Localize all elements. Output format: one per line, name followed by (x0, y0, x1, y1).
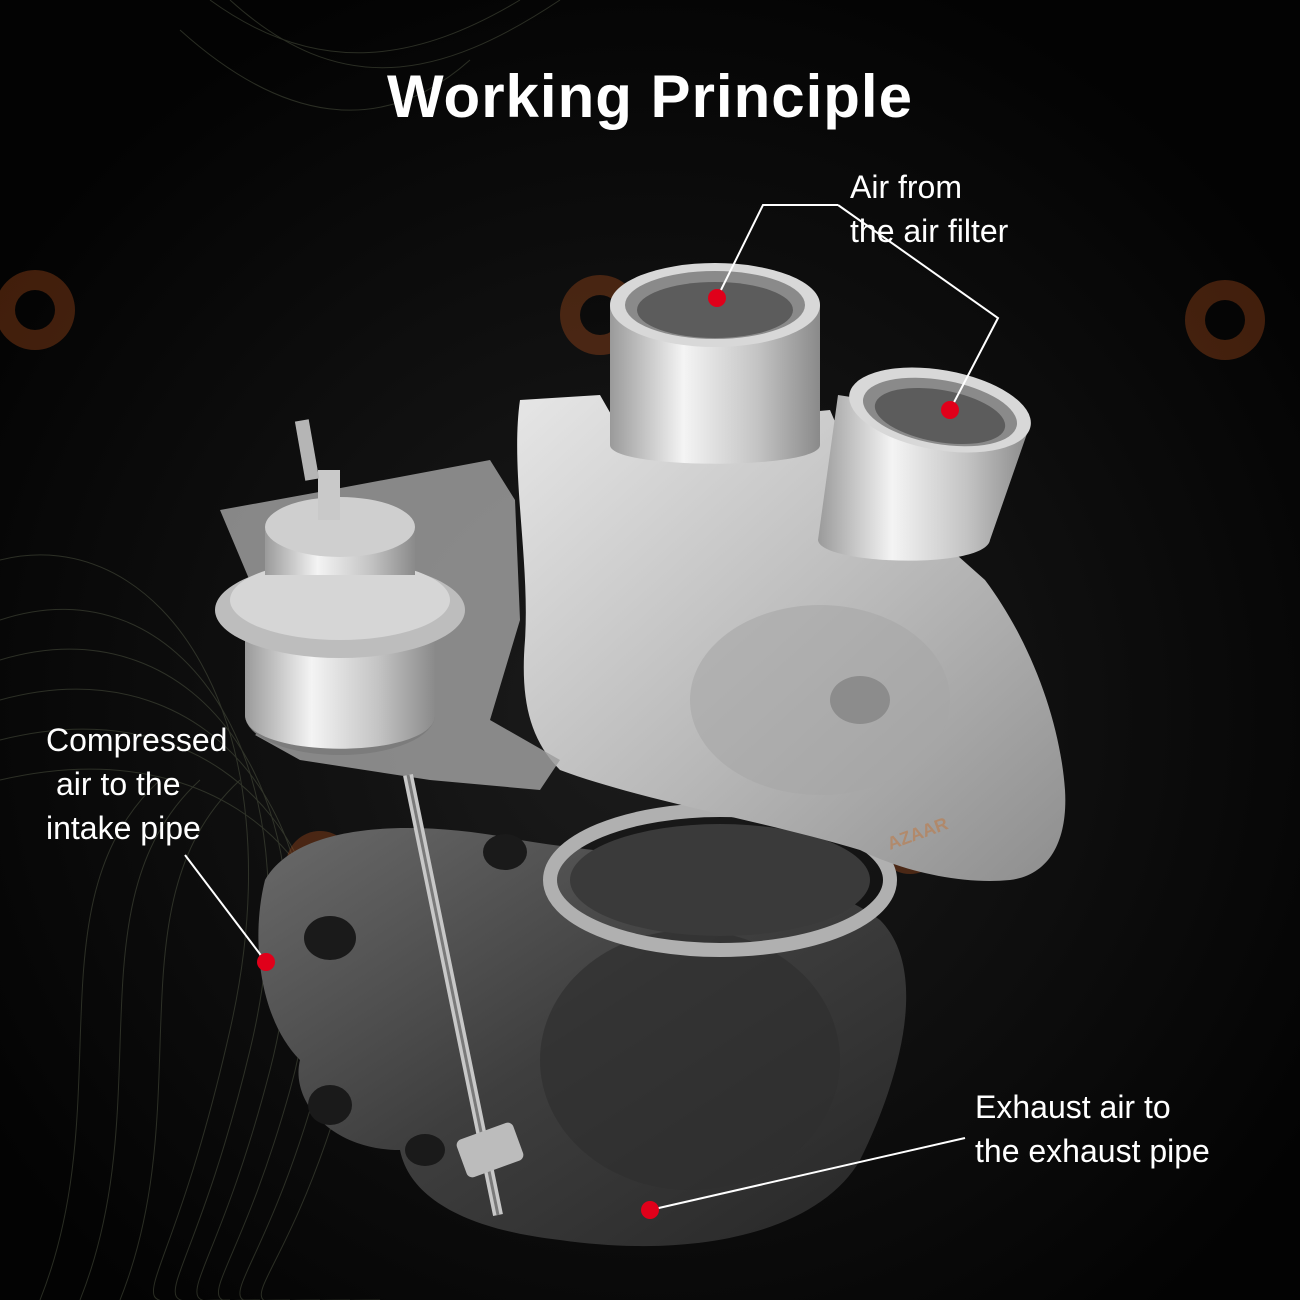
turbocharger-illustration (215, 263, 1066, 1247)
callout-line: the air filter (850, 213, 1009, 249)
callout-line: Compressed (46, 722, 228, 758)
callout-compressed-air: Compressed air to the intake pipe (46, 718, 227, 850)
callout-air-from-filter: Air from the air filter (850, 165, 1008, 253)
red-dot-marker-icon (257, 289, 959, 1219)
callout-line: air to the (56, 766, 181, 802)
callout-line: Exhaust air to (975, 1089, 1171, 1125)
callout-line: intake pipe (46, 810, 201, 846)
callout-line: the exhaust pipe (975, 1133, 1210, 1169)
callout-exhaust-air: Exhaust air to the exhaust pipe (975, 1085, 1210, 1173)
callout-line: Air from (850, 169, 962, 205)
leader-lines (184, 204, 1000, 1211)
page-title: Working Principle (387, 63, 913, 130)
